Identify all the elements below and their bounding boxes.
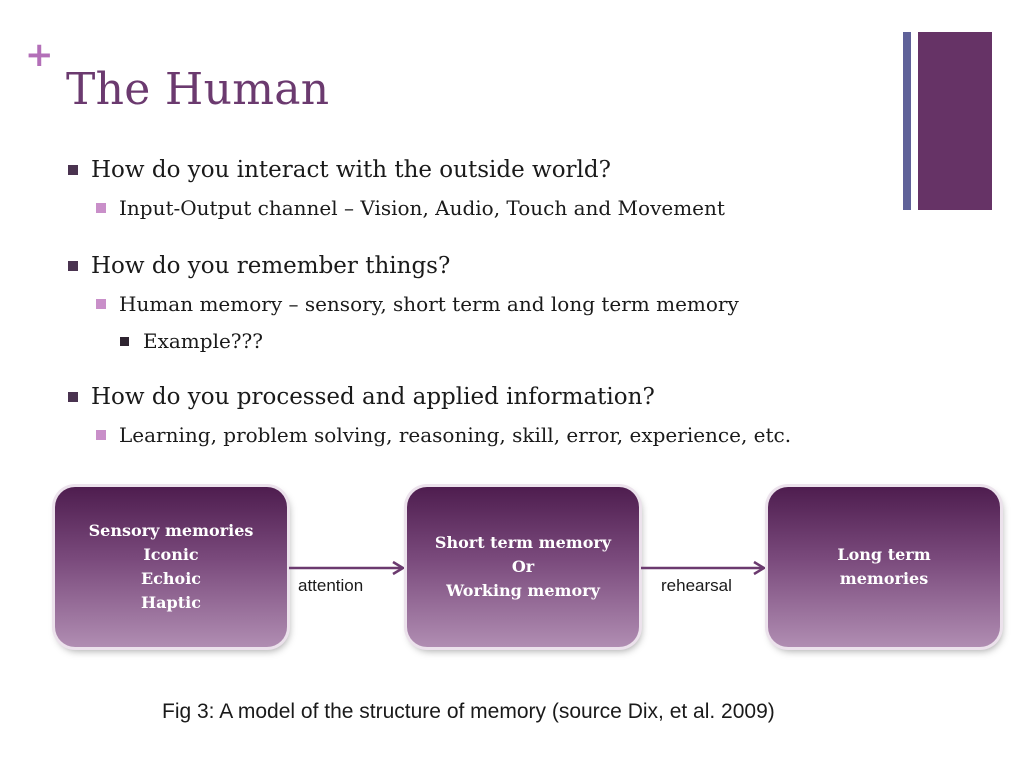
bullet-square-icon [68,165,78,175]
slide-title: The Human [66,64,330,115]
rehearsal-arrow [641,560,767,576]
bullet-text: Example??? [143,329,263,353]
box-line: Working memory [446,581,600,600]
decorative-bar-thin [903,32,911,210]
box-line: Long term [837,545,931,564]
rehearsal-label: rehearsal [661,576,732,595]
short-term-memory-box: Short term memory Or Working memory [407,487,639,647]
bullet-text: How do you remember things? [91,253,451,279]
bullet-text: How do you interact with the outside wor… [91,157,611,183]
bullet-text: How do you processed and applied informa… [91,384,655,410]
box-line: memories [839,569,929,588]
box-line: Iconic [143,545,199,564]
bullet-square-icon [96,299,106,309]
bullet-text: Input-Output channel – Vision, Audio, To… [119,196,725,220]
bullet-text: Learning, problem solving, reasoning, sk… [119,423,792,447]
bullet-level2-io-channel: Input-Output channel – Vision, Audio, To… [96,196,725,220]
box-line: Short term memory [434,533,612,552]
bullet-square-icon [68,261,78,271]
bullet-level1-process: How do you processed and applied informa… [68,384,655,410]
long-term-memory-box: Long term memories [768,487,1000,647]
box-line: Echoic [140,569,202,588]
box-line: Sensory memories [88,521,254,540]
bullet-square-icon [120,336,129,346]
attention-label: attention [298,576,364,595]
bullet-level2-learning: Learning, problem solving, reasoning, sk… [96,423,791,447]
plus-icon: + [25,35,54,75]
box-line: Haptic [141,593,201,612]
figure-caption: Fig 3: A model of the structure of memor… [162,700,775,723]
bullet-square-icon [68,392,78,402]
bullet-level1-interact: How do you interact with the outside wor… [68,157,611,183]
bullet-text: Human memory – sensory, short term and l… [119,292,739,316]
bullet-level1-remember: How do you remember things? [68,253,450,279]
bullet-square-icon [96,430,106,440]
bullet-square-icon [96,203,106,213]
bullet-level2-human-memory: Human memory – sensory, short term and l… [96,292,739,316]
attention-arrow [289,560,406,576]
sensory-memory-box: Sensory memories Iconic Echoic Haptic [55,487,287,647]
box-line: Or [511,557,535,576]
decorative-bar-thick [918,32,992,210]
bullet-level3-example: Example??? [120,329,263,353]
